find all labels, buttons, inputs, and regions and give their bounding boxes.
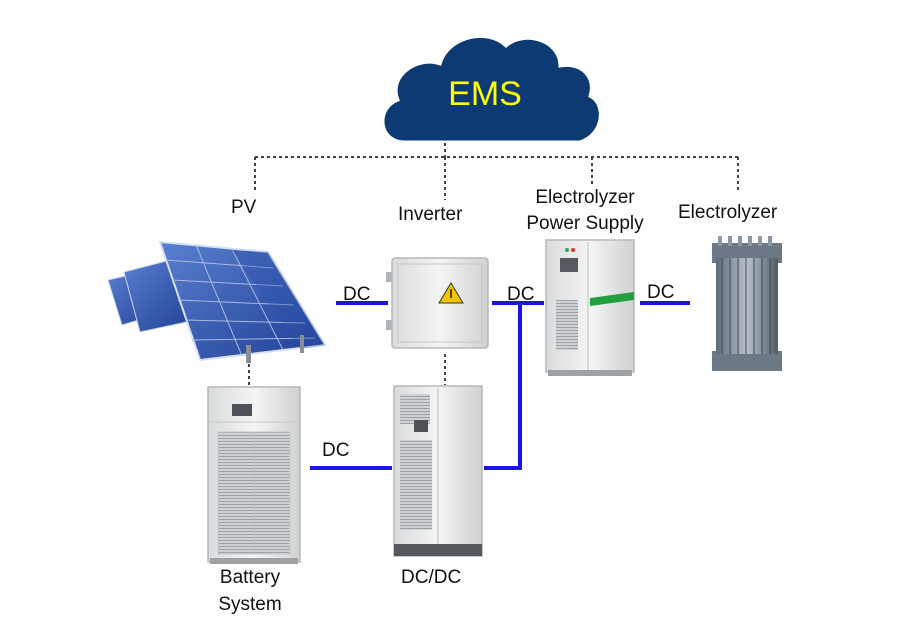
dcdc-label: DC/DC	[401, 567, 462, 588]
dc-label-pv-inverter: DC	[343, 284, 371, 305]
electrolyzer-label: Electrolyzer	[678, 202, 778, 223]
solar-panel-icon	[107, 240, 327, 363]
eps-label-line1: Electrolyzer	[535, 187, 635, 208]
dc-label-battery-dcdc: DC	[322, 440, 350, 461]
pv-label: PV	[231, 197, 257, 218]
dcdc-converter-cabinet-icon	[393, 385, 483, 557]
dc-line-junction-dcdc	[484, 303, 522, 470]
eps-label-line2: Power Supply	[526, 213, 644, 234]
battery-label-line1: Battery	[219, 567, 281, 588]
ems-label: EMS	[448, 75, 522, 113]
dc-label-eps-electrolyzer: DC	[647, 282, 675, 303]
battery-cabinet-icon	[207, 386, 301, 564]
power-supply-cabinet-icon	[545, 239, 635, 376]
dc-lines	[310, 301, 690, 470]
battery-label-line2: System	[218, 594, 282, 615]
inverter-label: Inverter	[398, 204, 463, 225]
dc-label-inverter-eps: DC	[507, 284, 535, 305]
electrolyzer-stack-icon	[712, 236, 782, 371]
ems-cloud	[381, 34, 602, 144]
control-bus	[248, 143, 739, 385]
inverter-cabinet-icon	[386, 257, 489, 349]
